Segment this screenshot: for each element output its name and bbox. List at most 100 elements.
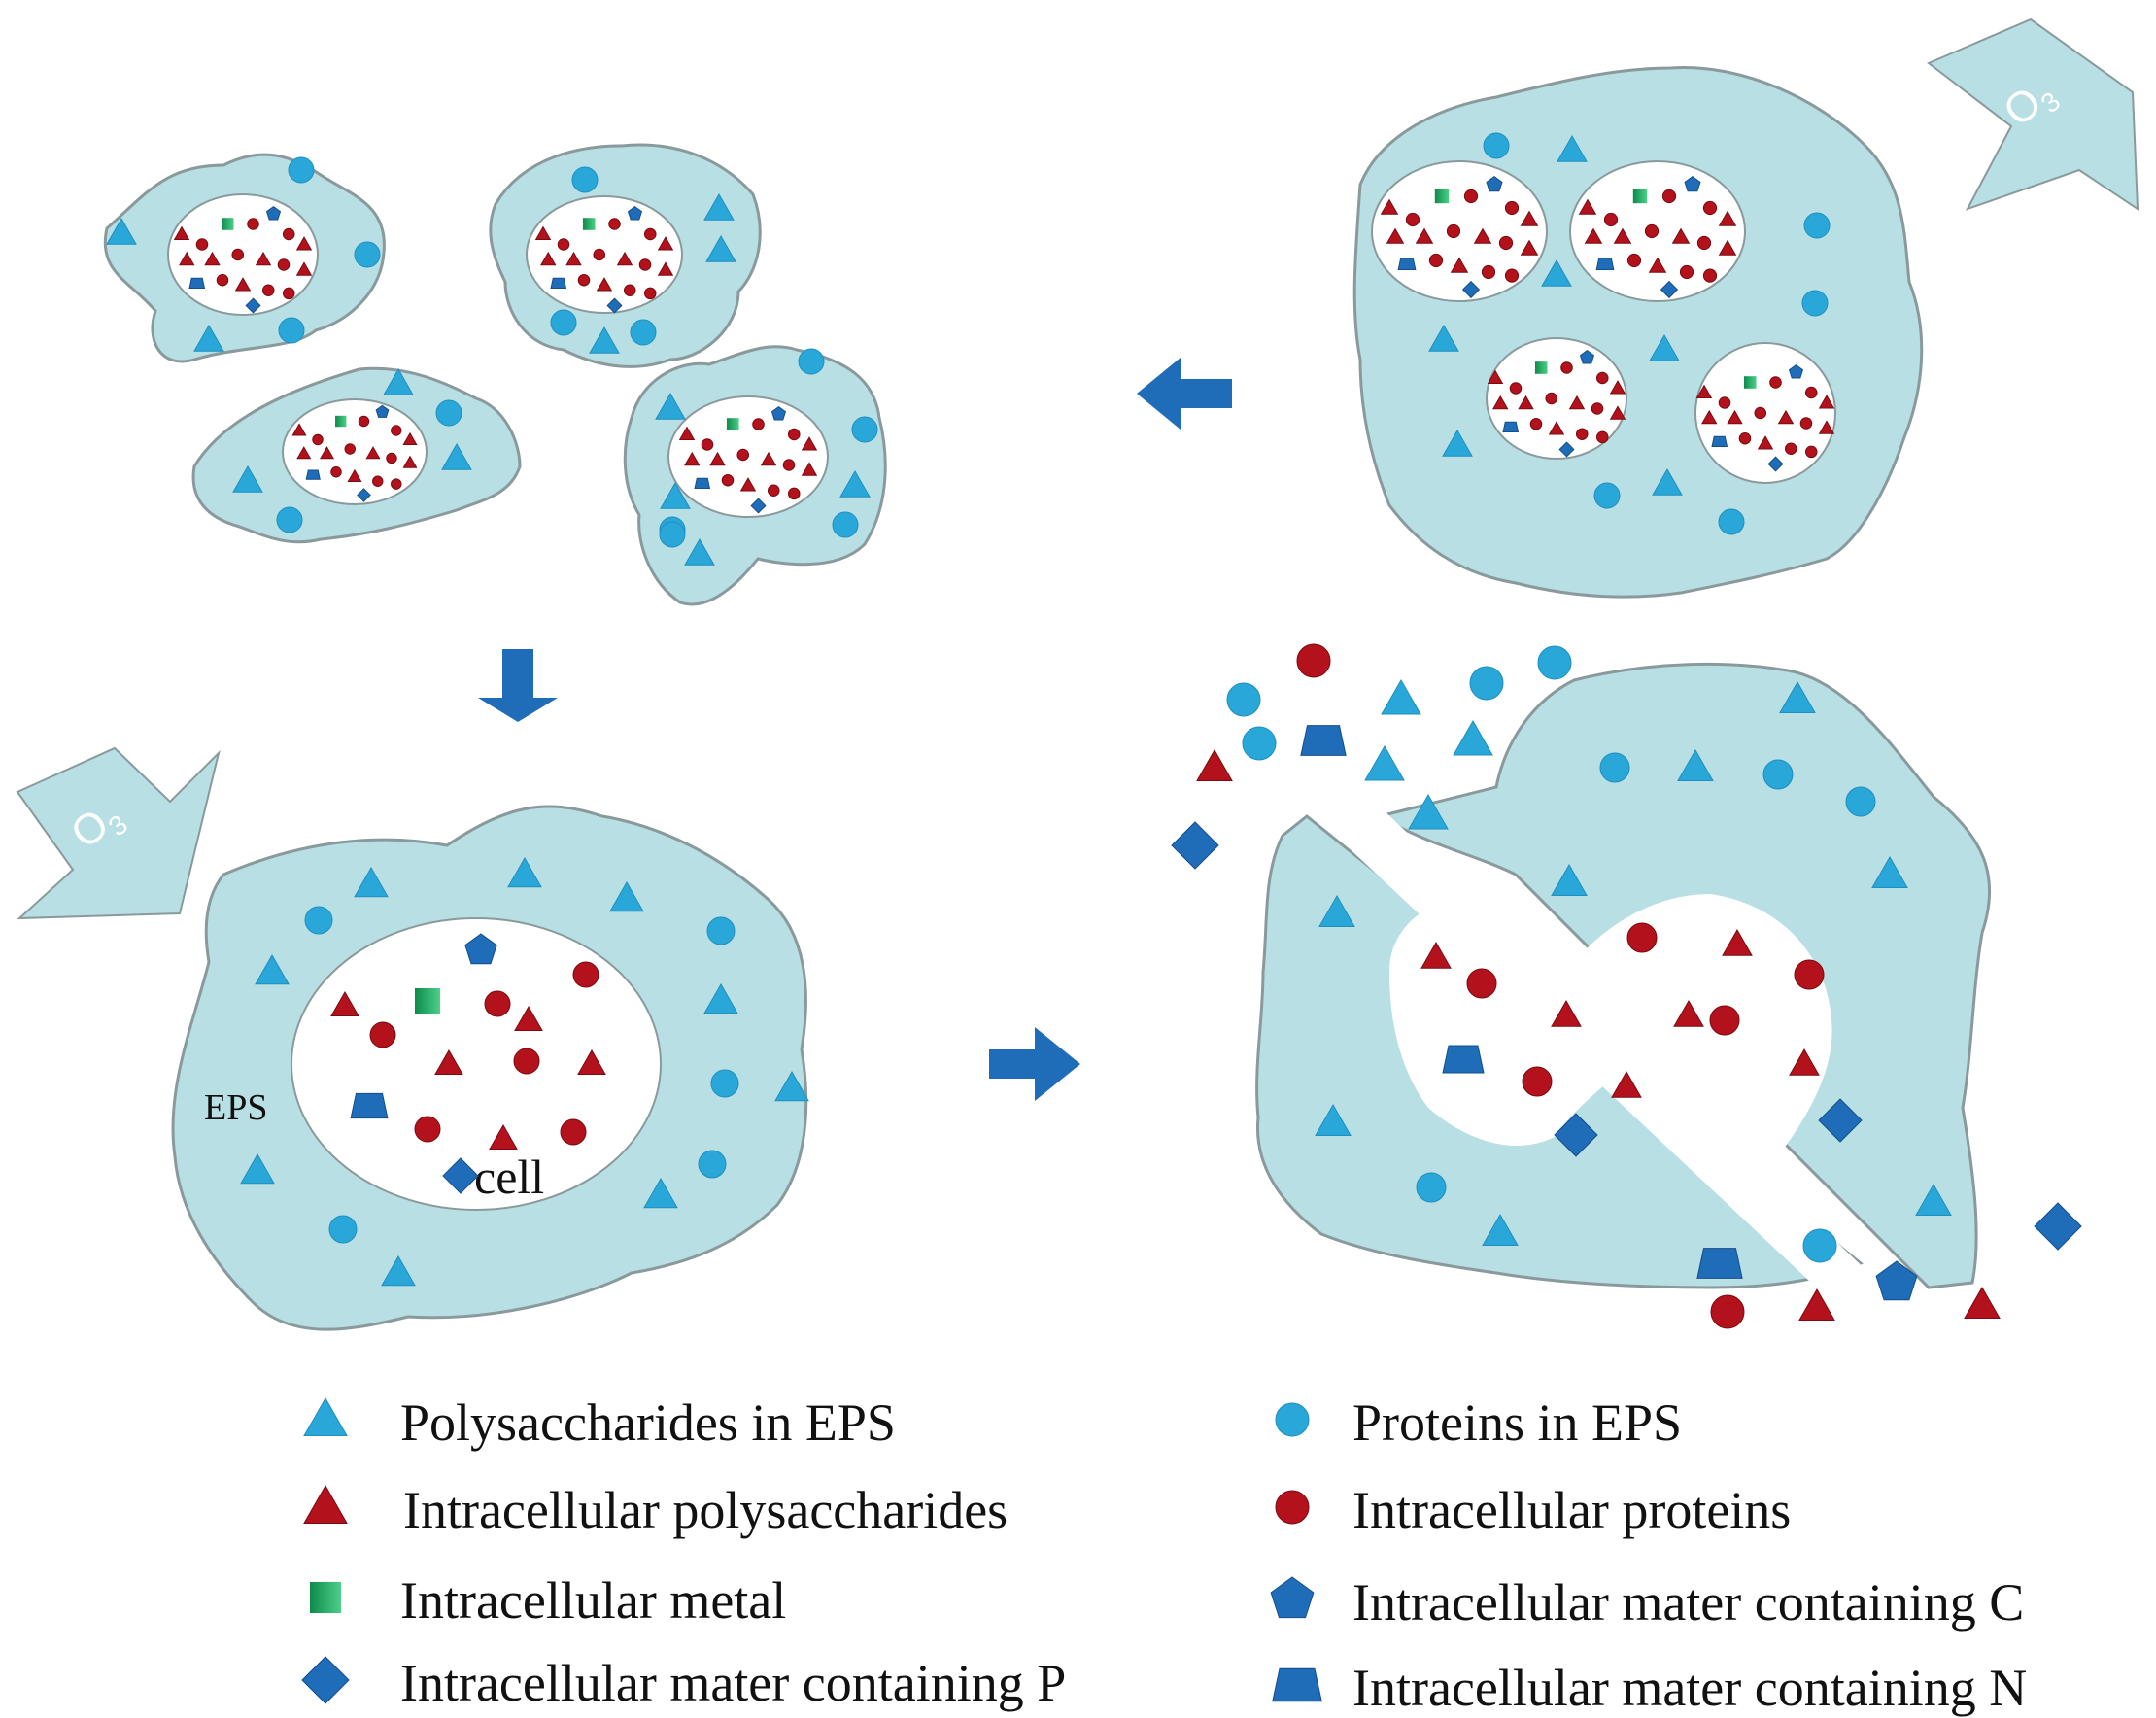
intracellular-polysaccharide-mark bbox=[295, 236, 313, 251]
carbon-matter-mark bbox=[627, 206, 643, 221]
intracellular-protein-mark bbox=[247, 218, 259, 230]
intracellular-protein-mark bbox=[1804, 386, 1818, 399]
eps-polysaccharide-mark bbox=[1541, 258, 1572, 287]
intracellular-protein-mark bbox=[623, 284, 636, 297]
eps-polysaccharide-mark bbox=[1453, 719, 1493, 756]
intracellular-polysaccharide-mark bbox=[1611, 1070, 1642, 1098]
intracellular-polysaccharide-mark bbox=[1701, 409, 1718, 425]
eps-polysaccharide-mark bbox=[1677, 748, 1714, 781]
intracellular-protein-mark bbox=[344, 443, 356, 455]
carbon-matter-mark bbox=[265, 206, 282, 221]
intracellular-protein-mark bbox=[484, 990, 511, 1017]
eps-polysaccharide-mark bbox=[1364, 744, 1405, 781]
legend-label: Intracellular metal bbox=[400, 1571, 786, 1630]
intracellular-polysaccharide-mark bbox=[1492, 395, 1509, 410]
eps-polysaccharide-mark bbox=[106, 217, 137, 245]
intracellular-polysaccharide-mark bbox=[1613, 227, 1632, 244]
intracellular-polysaccharide-mark bbox=[596, 277, 613, 292]
legend-label: Intracellular mater containing N bbox=[1352, 1659, 2027, 1717]
intracellular-protein-mark bbox=[330, 466, 342, 478]
intracellular-polysaccharide-mark bbox=[1520, 210, 1539, 226]
intracellular-protein-mark bbox=[638, 258, 652, 271]
nitrogen-matter-mark bbox=[1595, 258, 1615, 270]
intracellular-polysaccharide-mark bbox=[1609, 405, 1626, 420]
intracellular-protein-mark bbox=[1481, 264, 1496, 280]
intracellular-protein-mark bbox=[1702, 200, 1718, 216]
nitrogen-matter-mark bbox=[1502, 421, 1520, 433]
phosphorus-matter-mark bbox=[606, 297, 623, 314]
carbon-matter-mark bbox=[770, 406, 787, 421]
intracellular-polysaccharide-mark bbox=[204, 251, 221, 266]
intracellular-protein-mark bbox=[1504, 200, 1520, 216]
intracellular-protein-mark bbox=[1702, 268, 1718, 283]
eps-polysaccharide-mark bbox=[1482, 1213, 1519, 1246]
eps-protein-mark bbox=[550, 309, 577, 336]
intracellular-protein-mark bbox=[1591, 402, 1604, 415]
intracellular-protein-mark bbox=[414, 1116, 441, 1143]
intracellular-protein-mark bbox=[1644, 223, 1660, 239]
carbon-matter-mark bbox=[1579, 350, 1595, 364]
eps-protein-mark bbox=[1718, 508, 1745, 535]
intracellular-metal-mark bbox=[1743, 376, 1757, 389]
eps-protein-mark bbox=[1483, 132, 1510, 159]
nitrogen-matter-mark bbox=[1397, 258, 1417, 270]
intracellular-protein-mark bbox=[736, 448, 750, 462]
legend-label: Proteins in EPS bbox=[1352, 1393, 1682, 1452]
legend-triangle-icon bbox=[303, 1484, 348, 1524]
eps-polysaccharide-mark bbox=[609, 880, 644, 912]
eps-protein-mark bbox=[278, 317, 305, 344]
legend-triangle-icon bbox=[303, 1396, 348, 1436]
intracellular-protein-mark bbox=[1498, 235, 1514, 251]
intracellular-protein-mark bbox=[386, 452, 397, 464]
intracellular-protein-mark bbox=[1804, 445, 1818, 459]
eps-protein-mark bbox=[659, 521, 686, 548]
phosphorus-matter-mark bbox=[245, 297, 261, 314]
intracellular-protein-mark bbox=[643, 287, 657, 300]
carbon-matter-mark bbox=[375, 404, 390, 418]
intracellular-polysaccharide-mark bbox=[534, 225, 552, 241]
eps-polysaccharide-mark bbox=[1551, 863, 1588, 896]
intracellular-protein-mark bbox=[560, 1118, 587, 1146]
intracellular-protein-mark bbox=[195, 238, 209, 251]
intracellular-metal-mark bbox=[221, 218, 234, 230]
intracellular-protein-mark bbox=[1560, 361, 1573, 374]
intracellular-polysaccharide-mark bbox=[1551, 999, 1582, 1027]
intracellular-protein-mark bbox=[1504, 268, 1520, 283]
intracellular-protein-mark bbox=[787, 428, 801, 441]
intracellular-polysaccharide-mark bbox=[179, 251, 195, 266]
eps-polysaccharide-mark bbox=[1652, 467, 1683, 496]
intracellular-protein-mark bbox=[231, 248, 245, 261]
phosphorus-matter-mark bbox=[1818, 1098, 1863, 1143]
arrow-right bbox=[989, 1027, 1080, 1101]
intracellular-polysaccharide-mark bbox=[801, 462, 818, 476]
legend-pentagon-icon bbox=[1270, 1576, 1315, 1619]
eps-polysaccharide-mark bbox=[1315, 1103, 1352, 1136]
large-floc-particles bbox=[1380, 132, 1835, 535]
eps-protein-mark bbox=[328, 1215, 358, 1244]
intracellular-polysaccharide-mark bbox=[1568, 395, 1586, 410]
intracellular-polysaccharide-mark bbox=[319, 446, 335, 460]
intracellular-protein-mark bbox=[721, 473, 735, 487]
legend-circle-icon bbox=[1275, 1402, 1310, 1437]
intracellular-protein-mark bbox=[701, 438, 714, 451]
phosphorus-matter-mark bbox=[357, 488, 371, 502]
intracellular-polysaccharide-mark bbox=[296, 446, 312, 460]
intracellular-protein-mark bbox=[1463, 189, 1479, 204]
intracellular-polysaccharide-mark bbox=[1578, 198, 1597, 215]
intracellular-protein-mark bbox=[1446, 223, 1461, 239]
carbon-matter-mark bbox=[1684, 175, 1701, 192]
eps-protein-mark bbox=[1801, 290, 1829, 317]
eps-protein-mark bbox=[288, 156, 315, 184]
intracellular-protein-mark bbox=[282, 287, 295, 300]
intracellular-protein-mark bbox=[513, 1048, 540, 1075]
legend-label: Intracellular mater containing P bbox=[400, 1654, 1066, 1712]
intracellular-protein-mark bbox=[1522, 1066, 1553, 1097]
eps-polysaccharide-mark bbox=[684, 537, 715, 566]
intracellular-polysaccharide-mark bbox=[684, 451, 701, 466]
intracellular-protein-mark bbox=[1509, 382, 1523, 395]
intracellular-polysaccharide-mark bbox=[801, 436, 818, 451]
eps-polysaccharide-mark bbox=[1915, 1183, 1952, 1216]
intracellular-polysaccharide-mark bbox=[434, 1048, 463, 1075]
phosphorus-matter-mark bbox=[1767, 456, 1784, 472]
